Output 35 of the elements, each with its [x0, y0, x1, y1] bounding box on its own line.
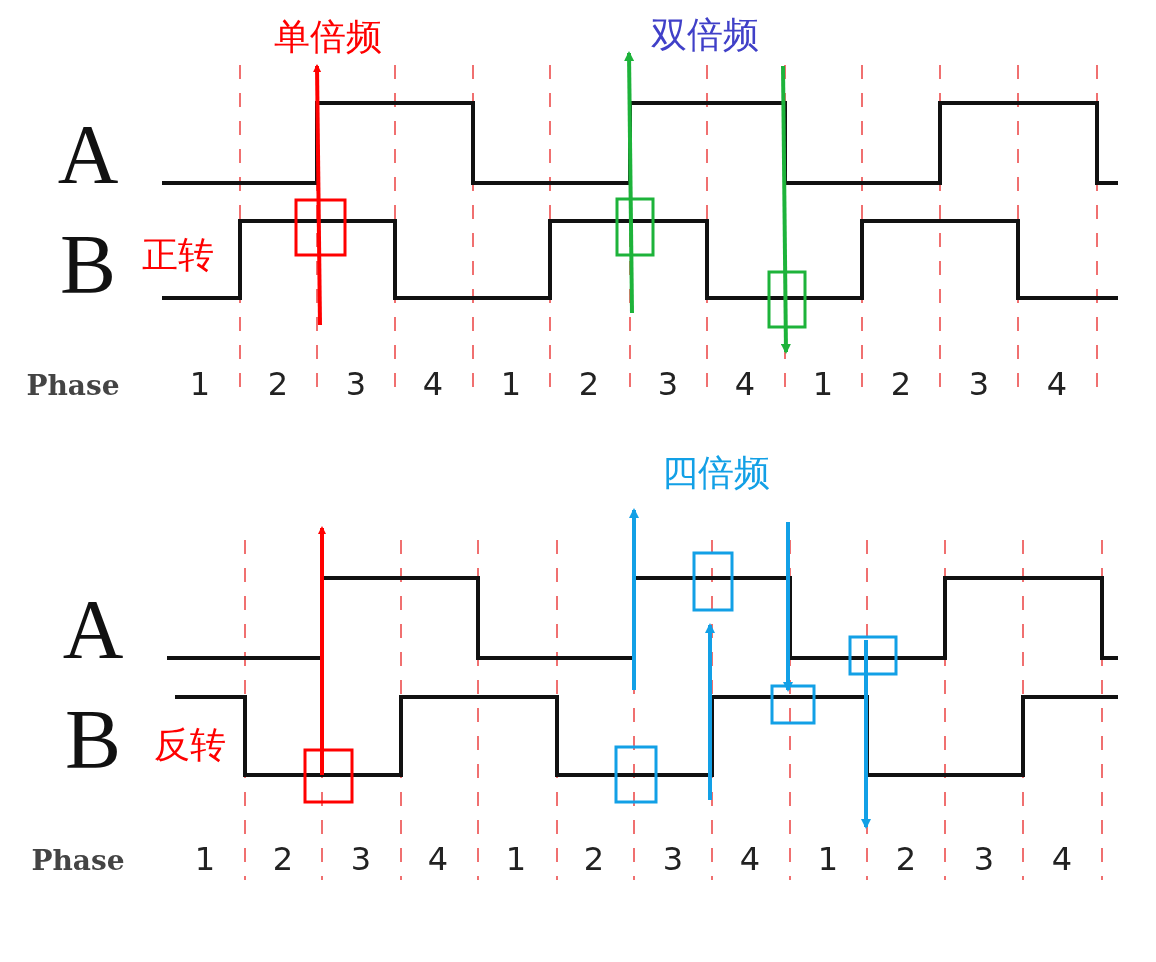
phase-number: 4: [739, 843, 761, 875]
row-label: Phase: [26, 372, 120, 400]
phase-number: 3: [657, 368, 679, 400]
phase-number: 1: [505, 843, 527, 875]
phase-number: 2: [895, 843, 917, 875]
phase-number: 4: [427, 843, 449, 875]
annotation-text: 单倍频: [274, 19, 382, 55]
phase-number: 3: [973, 843, 995, 875]
annotation-text: 四倍频: [662, 455, 770, 491]
signal-name: B: [65, 698, 121, 782]
phase-number: 2: [890, 368, 912, 400]
signal-name: B: [60, 223, 116, 307]
annotation-text: 正转: [142, 237, 214, 273]
phase-number: 1: [189, 368, 211, 400]
phase-number: 1: [812, 368, 834, 400]
annotation-text: 反转: [154, 727, 226, 763]
phase-number: 2: [272, 843, 294, 875]
phase-number: 1: [817, 843, 839, 875]
phase-number: 2: [578, 368, 600, 400]
phase-number: 2: [267, 368, 289, 400]
phase-number: 3: [662, 843, 684, 875]
annotation-text: 双倍频: [651, 17, 759, 53]
phase-number: 3: [968, 368, 990, 400]
phase-number: 4: [1046, 368, 1068, 400]
phase-number: 1: [194, 843, 216, 875]
signal-name: A: [62, 588, 124, 672]
phase-number: 2: [583, 843, 605, 875]
phase-number: 4: [1051, 843, 1073, 875]
phase-number: 4: [422, 368, 444, 400]
phase-number: 4: [734, 368, 756, 400]
phase-number: 3: [345, 368, 367, 400]
row-label: Phase: [31, 847, 125, 875]
signal-name: A: [57, 113, 119, 197]
phase-number: 1: [500, 368, 522, 400]
phase-number: 3: [350, 843, 372, 875]
